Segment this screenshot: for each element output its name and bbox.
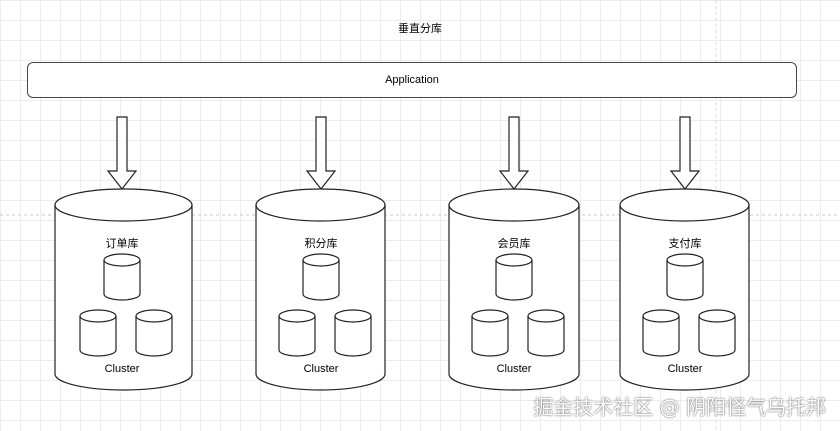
database-cylinder-rim <box>619 204 750 222</box>
db-node-icon-rim <box>302 259 340 267</box>
db-node-icon-rim <box>278 315 316 323</box>
down-arrow <box>305 116 337 190</box>
db-node-icon-rim <box>135 315 173 323</box>
db-node-icon-rim <box>334 315 372 323</box>
database-name: 积分库 <box>304 238 338 250</box>
database-cylinder-rim <box>448 204 580 222</box>
cluster-label: Cluster <box>667 363 703 375</box>
db-node-icon <box>302 253 340 301</box>
db-node-icon-rim <box>642 315 680 323</box>
db-node-icon <box>666 253 704 301</box>
db-node-icon <box>278 309 316 357</box>
database-name: 订单库 <box>105 238 139 250</box>
db-node-icon <box>527 309 565 357</box>
diagram-title: 垂直分库 <box>398 23 442 35</box>
db-node-icon <box>103 253 141 301</box>
db-node-icon-rim <box>103 259 141 267</box>
db-node-icon-rim <box>666 259 704 267</box>
database-cylinder-rim <box>54 204 193 222</box>
database-name: 会员库 <box>497 238 531 250</box>
db-node-icon <box>698 309 736 357</box>
database-name: 支付库 <box>668 238 702 250</box>
database-cylinder-rim <box>255 204 386 222</box>
application-box[interactable]: Application <box>27 62 797 98</box>
db-node-icon-rim <box>495 259 533 267</box>
down-arrow <box>106 116 138 190</box>
db-node-icon <box>495 253 533 301</box>
db-node-icon-rim <box>698 315 736 323</box>
db-node-icon <box>471 309 509 357</box>
db-node-icon <box>642 309 680 357</box>
db-node-icon <box>79 309 117 357</box>
down-arrow <box>498 116 530 190</box>
cluster-label: Cluster <box>104 363 140 375</box>
down-arrow <box>669 116 701 190</box>
db-node-icon-rim <box>527 315 565 323</box>
cluster-label: Cluster <box>303 363 339 375</box>
cluster-label: Cluster <box>496 363 532 375</box>
db-node-icon-rim <box>79 315 117 323</box>
db-node-icon-rim <box>471 315 509 323</box>
watermark: 掘金技术社区 @ 阴阳怪气乌托邦 <box>533 395 826 419</box>
db-node-icon <box>334 309 372 357</box>
application-label: Application <box>385 74 439 86</box>
db-node-icon <box>135 309 173 357</box>
